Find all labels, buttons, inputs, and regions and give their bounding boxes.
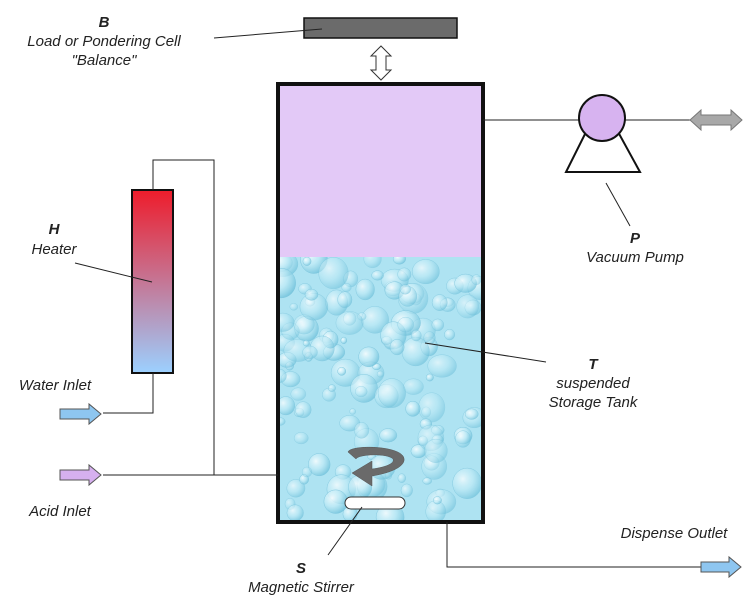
tank-label-line1: suspended bbox=[556, 375, 630, 392]
liquid-bubble bbox=[371, 270, 384, 281]
liquid-bubble bbox=[286, 504, 304, 520]
dispense-outlet-label: Dispense Outlet bbox=[621, 525, 729, 542]
liquid-bubble bbox=[397, 473, 406, 483]
liquid-bubble bbox=[323, 489, 348, 514]
liquid-bubble bbox=[400, 483, 413, 498]
acid-inlet-label: Acid Inlet bbox=[28, 503, 92, 520]
liquid-bubble bbox=[418, 392, 446, 423]
balance-bar bbox=[303, 17, 458, 39]
liquid-bubble bbox=[432, 496, 442, 505]
liquid-bubble bbox=[425, 373, 434, 382]
liquid-bubble bbox=[337, 291, 353, 309]
water-inlet-arrow-icon bbox=[59, 402, 102, 426]
liquid-bubble bbox=[302, 339, 310, 347]
liquid-bubble bbox=[349, 408, 357, 415]
balance-tank-double-arrow-icon bbox=[369, 45, 393, 81]
heater-label: Heater bbox=[31, 241, 77, 258]
tank-leader-line bbox=[424, 342, 547, 363]
tank-gas-region bbox=[280, 84, 482, 258]
liquid-bubble bbox=[280, 417, 286, 426]
liquid-bubble bbox=[455, 430, 471, 448]
vacuum-exhaust-double-arrow-icon bbox=[689, 108, 743, 132]
liquid-bubble bbox=[355, 278, 375, 301]
tank-outline bbox=[276, 82, 485, 524]
liquid-bubble bbox=[424, 438, 448, 463]
liquid-bubble bbox=[397, 316, 415, 333]
tank-label-line2: Storage Tank bbox=[549, 394, 639, 411]
liquid-bubble bbox=[411, 259, 440, 285]
liquid-bubble bbox=[431, 294, 448, 311]
liquid-bubble bbox=[376, 370, 384, 378]
liquid-bubble bbox=[358, 346, 380, 367]
pump-leader-line bbox=[605, 182, 631, 227]
liquid-bubble bbox=[464, 408, 479, 420]
balance-leader-line bbox=[213, 28, 323, 39]
liquid-bubble bbox=[301, 466, 313, 478]
water-inlet-pipe bbox=[103, 373, 154, 414]
dispense-outlet-pipe bbox=[446, 522, 701, 568]
liquid-bubble bbox=[280, 268, 296, 299]
dispense-outlet-arrow-icon bbox=[700, 555, 742, 579]
liquid-bubble bbox=[401, 337, 430, 367]
liquid-bubble bbox=[471, 274, 482, 286]
liquid-bubble bbox=[452, 467, 482, 499]
liquid-bubble bbox=[286, 479, 306, 498]
tank-letter: T bbox=[588, 356, 599, 373]
liquid-bubble bbox=[290, 387, 307, 401]
stirrer-letter: S bbox=[296, 560, 306, 577]
liquid-bubble bbox=[335, 311, 364, 335]
liquid-bubble bbox=[308, 453, 331, 477]
heater-outlet-pipe bbox=[152, 159, 278, 476]
pump-label: Vacuum Pump bbox=[586, 249, 684, 266]
heater-body bbox=[131, 189, 174, 374]
liquid-bubble bbox=[363, 257, 382, 269]
liquid-bubble bbox=[397, 267, 412, 282]
magnetic-stirrer-bar bbox=[344, 496, 406, 510]
liquid-bubble bbox=[456, 294, 480, 319]
liquid-bubble bbox=[389, 339, 405, 356]
heater-leader-line bbox=[74, 262, 153, 283]
pump-letter: P bbox=[630, 230, 641, 247]
liquid-bubble bbox=[379, 428, 398, 443]
liquid-bubble bbox=[444, 328, 456, 341]
stirring-direction-arrow-icon bbox=[347, 446, 405, 487]
liquid-bubble bbox=[289, 303, 299, 311]
balance-label-line1: Load or Pondering Cell bbox=[27, 33, 181, 50]
liquid-bubble bbox=[354, 386, 368, 398]
liquid-bubbles bbox=[280, 257, 482, 520]
balance-label-line2: "Balance" bbox=[72, 52, 138, 69]
liquid-bubble bbox=[302, 345, 318, 360]
liquid-bubble bbox=[341, 283, 352, 292]
liquid-bubble bbox=[405, 400, 421, 417]
stirrer-leader-line bbox=[327, 506, 363, 556]
liquid-bubble bbox=[354, 422, 370, 439]
liquid-bubble bbox=[340, 336, 348, 344]
storage-tank bbox=[276, 82, 485, 524]
liquid-bubble bbox=[403, 378, 424, 395]
liquid-bubble bbox=[280, 396, 296, 416]
water-inlet-label: Water Inlet bbox=[19, 377, 92, 394]
heater-letter: H bbox=[49, 221, 61, 238]
liquid-bubble bbox=[293, 432, 309, 445]
liquid-bubble bbox=[302, 257, 312, 266]
liquid-bubble bbox=[377, 378, 406, 408]
balance-letter: B bbox=[99, 14, 110, 31]
liquid-bubble bbox=[410, 329, 422, 342]
liquid-bubble bbox=[294, 401, 312, 419]
acid-inlet-arrow-icon bbox=[59, 463, 102, 487]
liquid-bubble bbox=[431, 318, 445, 332]
liquid-bubble bbox=[318, 257, 349, 290]
stirrer-label: Magnetic Stirrer bbox=[248, 579, 355, 596]
pump-body bbox=[578, 94, 626, 142]
liquid-bubble bbox=[327, 384, 336, 392]
liquid-bubble bbox=[304, 288, 319, 301]
liquid-bubble bbox=[427, 354, 457, 378]
liquid-bubble bbox=[280, 312, 295, 332]
liquid-bubble bbox=[392, 257, 406, 265]
liquid-bubble bbox=[337, 366, 347, 376]
liquid-bubble bbox=[399, 284, 411, 295]
